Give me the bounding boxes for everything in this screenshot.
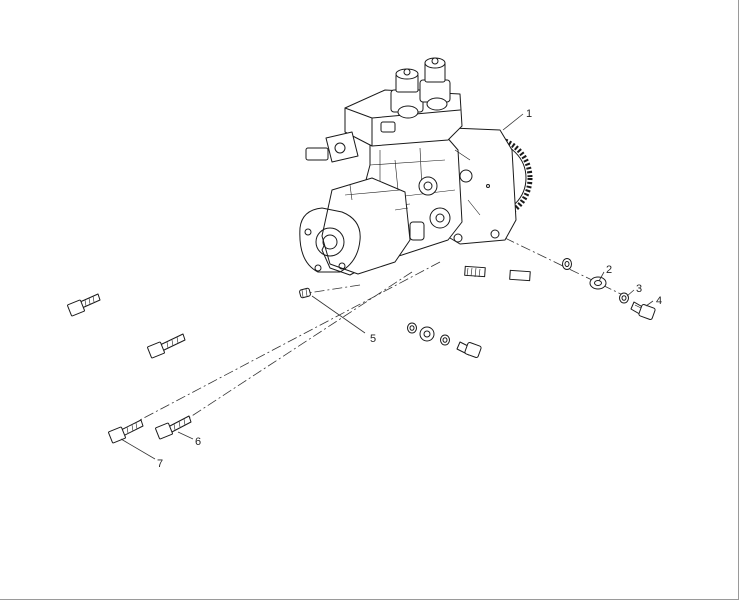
- high-pressure-pump: [299, 57, 533, 276]
- feed-pump-housing: [299, 177, 411, 275]
- callout-1: 1: [526, 108, 532, 120]
- callout-6: 6: [195, 436, 201, 448]
- leader-lines: [120, 113, 654, 460]
- plug-part-5: [299, 287, 311, 299]
- hollow-screw-left: [456, 341, 482, 358]
- outlet-fitting-right: [419, 57, 451, 103]
- callout-5: 5: [370, 333, 376, 345]
- side-valve: [305, 131, 359, 163]
- outlet-fitting-left: [390, 68, 424, 113]
- callout-4: 4: [656, 295, 662, 307]
- bolt-top-left: [67, 293, 101, 317]
- bolt-part-6: [155, 415, 192, 440]
- sealing-washers: [407, 258, 629, 346]
- fuel-pipe: [419, 265, 607, 342]
- callout-2: 2: [606, 264, 612, 276]
- bolt-part-7: [108, 419, 144, 444]
- callout-7: 7: [157, 458, 163, 470]
- bolt-middle-left: [147, 333, 186, 359]
- callout-3: 3: [636, 283, 642, 295]
- hollow-screw-right: [630, 301, 656, 320]
